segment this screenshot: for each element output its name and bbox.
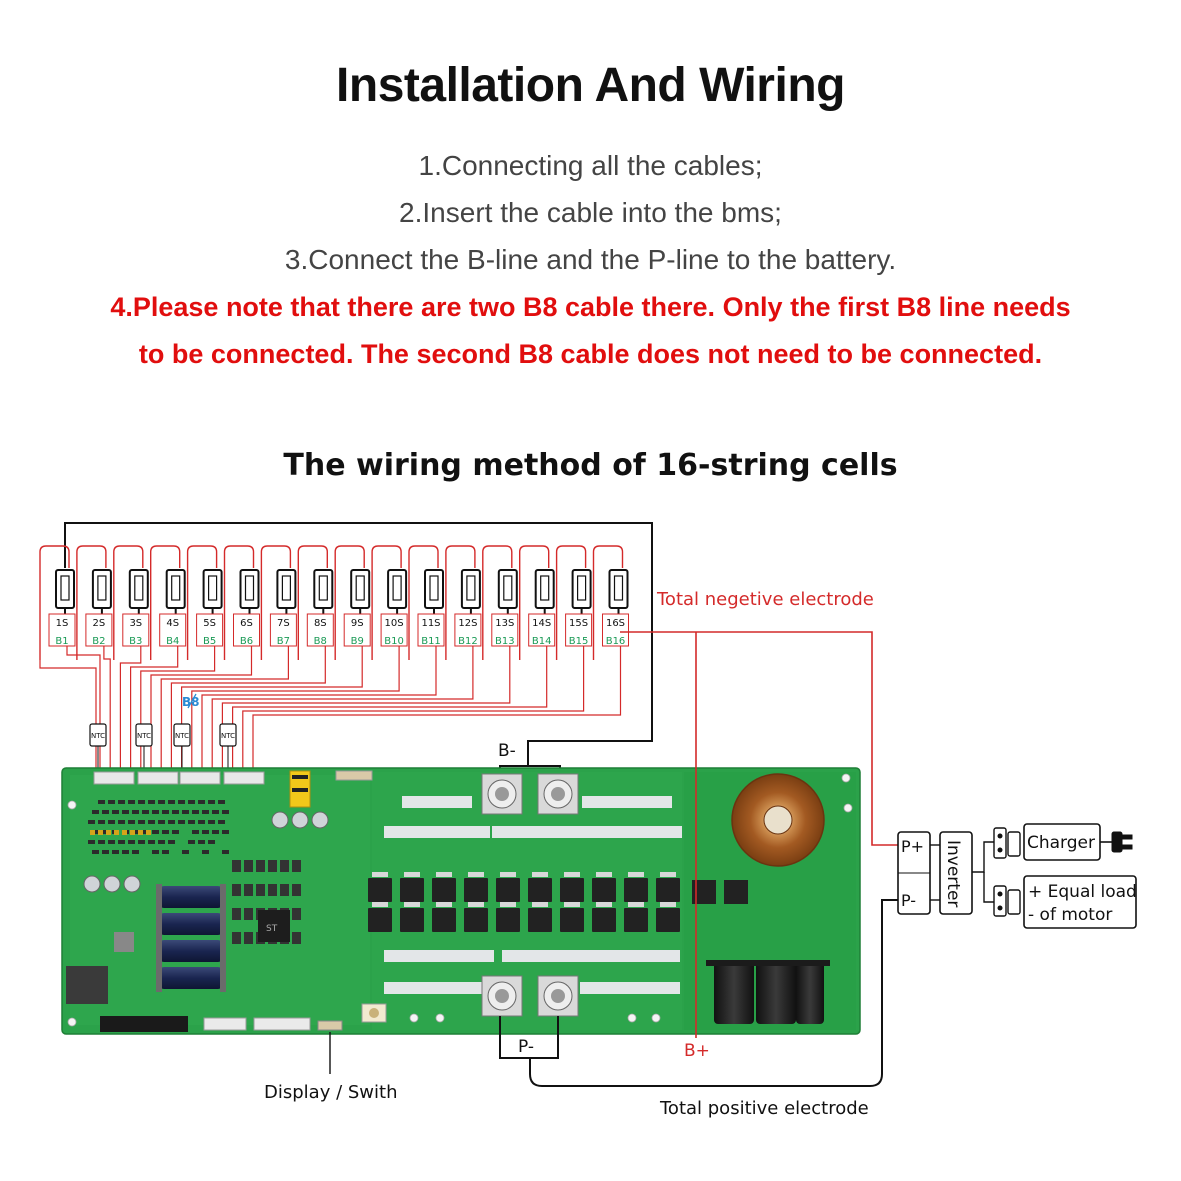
b-label: B13: [495, 636, 515, 647]
b-label: B7: [277, 636, 290, 647]
ntc-label: NTC: [221, 732, 235, 740]
b-label: B10: [384, 636, 404, 647]
inverter-label: Inverter: [943, 840, 963, 907]
b-label: B11: [421, 636, 441, 647]
display-switch-label: Display / Swith: [264, 1082, 397, 1103]
b-minus-label: B-: [498, 741, 516, 761]
battery-cell: 3S B3: [123, 570, 149, 647]
battery-cell: 15S B15: [566, 570, 592, 647]
cell-label: 10S: [385, 618, 404, 629]
total-negative-label: Total negetive electrode: [656, 589, 874, 610]
ntc-sensor: NTC: [136, 724, 152, 772]
p-plus-box-label: P+: [901, 837, 924, 856]
battery-cell: 14S B14: [529, 570, 555, 647]
p-minus-label: P-: [518, 1037, 534, 1057]
power-plug-icon: [1100, 832, 1132, 852]
cell-label: 15S: [569, 618, 588, 629]
battery-cell: 10S B10: [381, 570, 407, 647]
cell-label: 14S: [532, 618, 551, 629]
ntc-sensor: NTC: [90, 724, 106, 772]
b-label: B5: [203, 636, 216, 647]
b-label: B16: [606, 636, 626, 647]
b-label: B15: [569, 636, 589, 647]
cell-label: 4S: [166, 618, 179, 629]
battery-cell: 12S B12: [455, 570, 481, 647]
cell-row: 1S B1 2S B2 3S B3 4S B4 5S B5 6S B6 7S B7 8S B8 9S B9 10S B…: [49, 570, 629, 647]
cell-label: 6S: [240, 618, 253, 629]
ntc-label: NTC: [175, 732, 189, 740]
load-label-line-1: + Equal load: [1028, 882, 1137, 902]
ntc-sensor: NTC: [174, 724, 190, 772]
cell-label: 1S: [56, 618, 69, 629]
b-label: B3: [129, 636, 142, 647]
b-label: B9: [351, 636, 364, 647]
b-label: B4: [166, 636, 179, 647]
b8-callout: B8: [182, 695, 200, 709]
battery-cell: 11S B11: [418, 570, 444, 647]
b-label: B1: [55, 636, 68, 647]
b-label: B2: [92, 636, 105, 647]
cell-label: 9S: [351, 618, 364, 629]
ntc-sensors: NTC NTC NTC NTC: [90, 724, 236, 772]
battery-cell: 9S B9: [344, 570, 370, 647]
b-label: B8: [314, 636, 327, 647]
cell-label: 11S: [421, 618, 440, 629]
battery-cell: 13S B13: [492, 570, 518, 647]
b-label: B14: [532, 636, 552, 647]
battery-cell: 2S B2: [86, 570, 112, 647]
b-plus-label: B+: [684, 1041, 710, 1061]
sense-wire-harness: [40, 646, 621, 772]
svg-text:ST: ST: [266, 924, 278, 934]
load-label-line-2: - of motor: [1028, 905, 1112, 925]
cell-label: 16S: [606, 618, 625, 629]
battery-cell: 16S B16: [603, 570, 629, 647]
battery-cell: 7S B7: [270, 570, 296, 647]
total-positive-label: Total positive electrode: [659, 1098, 869, 1119]
b-label: B6: [240, 636, 253, 647]
cell-label: 8S: [314, 618, 327, 629]
charger-label: Charger: [1027, 833, 1095, 853]
b-label: B12: [458, 636, 478, 647]
battery-cell: 6S B6: [234, 570, 260, 647]
cell-label: 7S: [277, 618, 290, 629]
ntc-label: NTC: [91, 732, 105, 740]
cell-label: 3S: [129, 618, 142, 629]
battery-cell: 1S B1: [49, 570, 75, 647]
battery-cell: 8S B8: [307, 570, 333, 647]
cell-label: 13S: [495, 618, 514, 629]
ntc-label: NTC: [137, 732, 151, 740]
p-minus-box-label: P-: [901, 891, 916, 910]
battery-cell: 4S B4: [160, 570, 186, 647]
cell-label: 5S: [203, 618, 216, 629]
cell-label: 12S: [458, 618, 477, 629]
battery-cell: 5S B5: [197, 570, 223, 647]
cell-label: 2S: [93, 618, 106, 629]
